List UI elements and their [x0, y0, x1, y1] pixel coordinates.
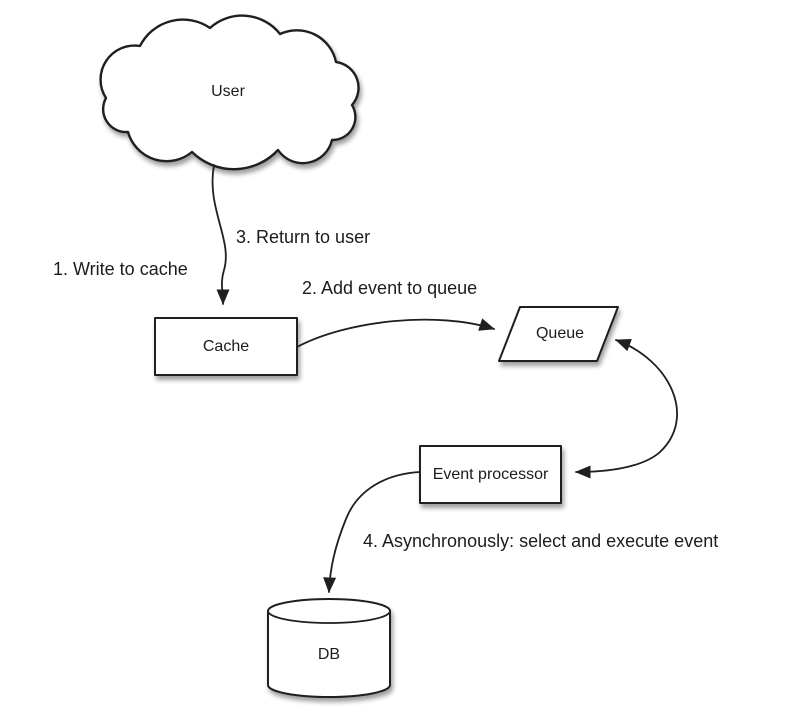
queue-parallelogram-shape [498, 306, 619, 362]
db-cylinder-shape [267, 598, 391, 698]
event-processor-to-db-arrow [323, 471, 421, 593]
user-cloud-shape [99, 14, 360, 171]
user-to-cache-arrow [211, 164, 230, 305]
event-processor-box-shape [419, 445, 562, 504]
cache-to-queue-arrow [296, 318, 495, 348]
cache-box-shape [154, 317, 298, 376]
queue-event-processor-arrow [575, 338, 678, 479]
